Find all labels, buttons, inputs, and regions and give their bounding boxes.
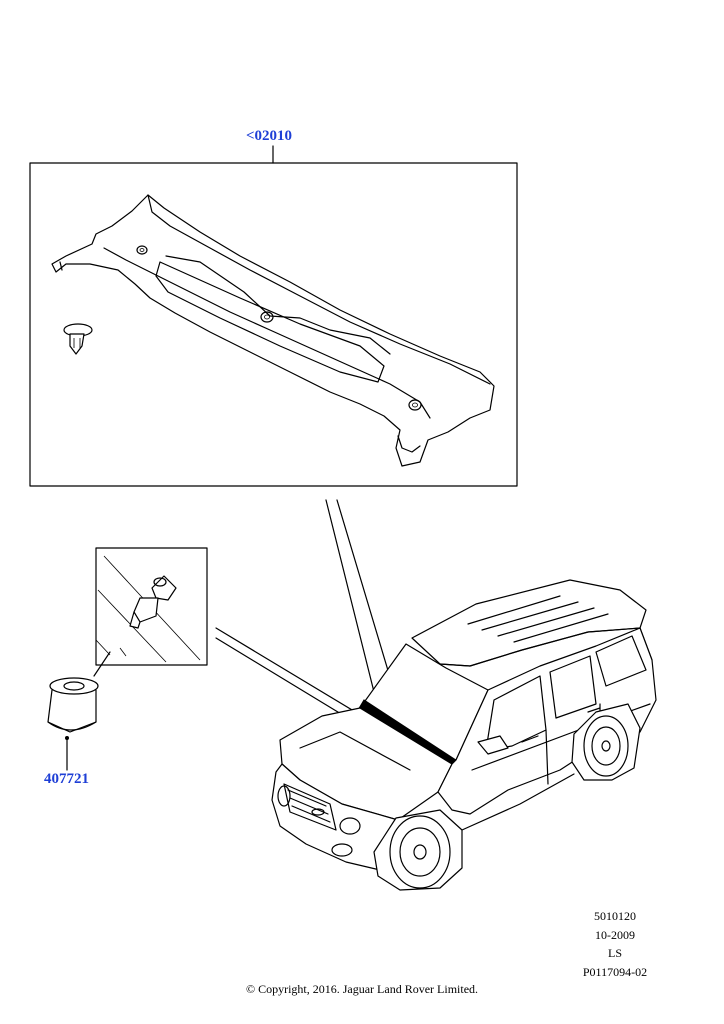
cowl-panel-drawing[interactable] (51, 194, 495, 467)
meta-model: LS (607, 946, 622, 960)
vehicle-drawing (271, 579, 657, 891)
clip-407721-drawing[interactable] (47, 677, 99, 771)
callout-cowl-panel[interactable]: <02010 (246, 128, 293, 144)
leader-line-inset-3 (93, 651, 111, 677)
push-clip-drawing[interactable] (63, 323, 93, 355)
meta-date: 10-2009 (595, 928, 635, 942)
callout-clip[interactable]: 407721 (44, 771, 89, 787)
clip-detail-drawing (95, 555, 201, 663)
meta-code: 5010120 (594, 909, 636, 923)
meta-illustration-id: P0117094-02 (582, 965, 648, 979)
clip-detail-box (95, 547, 208, 666)
cowl-panel-box (29, 162, 518, 487)
copyright-text: © Copyright, 2016. Jaguar Land Rover Lim… (245, 982, 479, 996)
